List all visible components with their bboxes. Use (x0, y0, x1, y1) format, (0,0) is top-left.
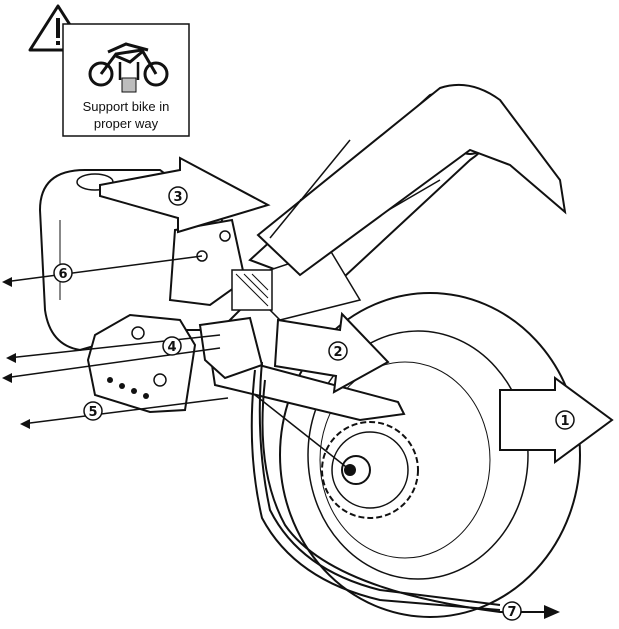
svg-text:6: 6 (58, 267, 67, 282)
callout-3: 3 (168, 186, 188, 206)
rear-tail-fender (256, 83, 567, 277)
svg-text:4: 4 (167, 340, 176, 355)
swingarm (208, 350, 406, 471)
brake-hose (250, 361, 501, 611)
motorcycle-on-stand-icon (88, 42, 169, 93)
svg-text:5: 5 (88, 405, 97, 420)
notice-line-2: proper way (93, 116, 159, 131)
rear-sprocket (321, 421, 419, 519)
svg-text:2: 2 (333, 345, 342, 360)
callout-5: 5 (83, 401, 103, 421)
callout-arrowheads (2, 277, 560, 619)
callout-6: 6 (53, 263, 73, 283)
callout-leaders (3, 255, 229, 425)
svg-text:1: 1 (560, 414, 569, 429)
notice-line-1: Support bike in (82, 99, 170, 114)
callout-2: 2 (328, 341, 348, 361)
brake-caliper (198, 269, 273, 380)
arrow-7 (261, 379, 546, 613)
callout-4: 4 (162, 336, 182, 356)
svg-text:7: 7 (507, 605, 516, 620)
subframe-bracket (168, 218, 247, 307)
callout-1: 1 (555, 410, 575, 430)
notice-box (62, 23, 190, 137)
svg-text:3: 3 (173, 190, 182, 205)
callout-7: 7 (502, 601, 522, 621)
